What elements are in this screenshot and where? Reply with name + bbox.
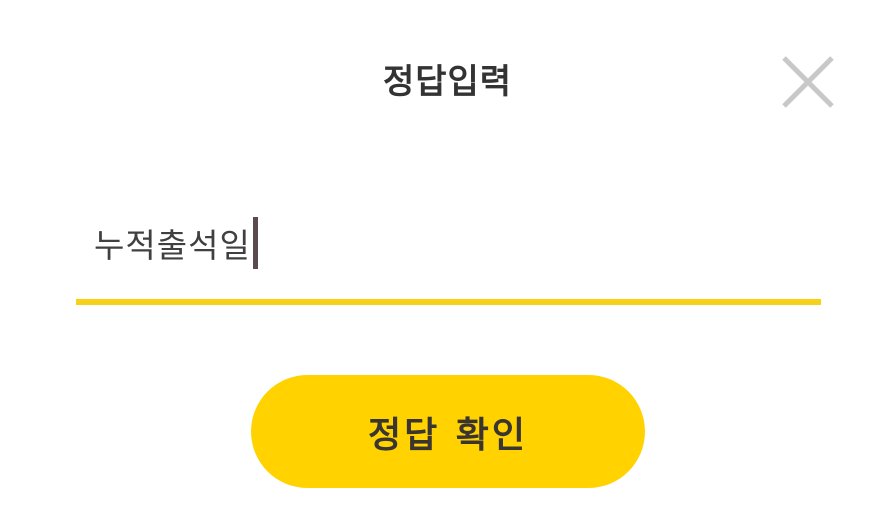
- input-underline: [76, 299, 821, 305]
- close-icon: [782, 56, 834, 108]
- answer-input[interactable]: 누적출석일: [94, 214, 258, 272]
- text-caret: [252, 217, 258, 269]
- confirm-answer-button[interactable]: 정답 확인: [251, 375, 645, 488]
- close-button[interactable]: [776, 52, 840, 116]
- confirm-answer-label: 정답 확인: [367, 414, 528, 456]
- dialog-title: 정답입력: [382, 62, 513, 102]
- answer-input-field[interactable]: 누적출석일: [76, 200, 821, 308]
- answer-input-value: 누적출석일: [94, 226, 251, 265]
